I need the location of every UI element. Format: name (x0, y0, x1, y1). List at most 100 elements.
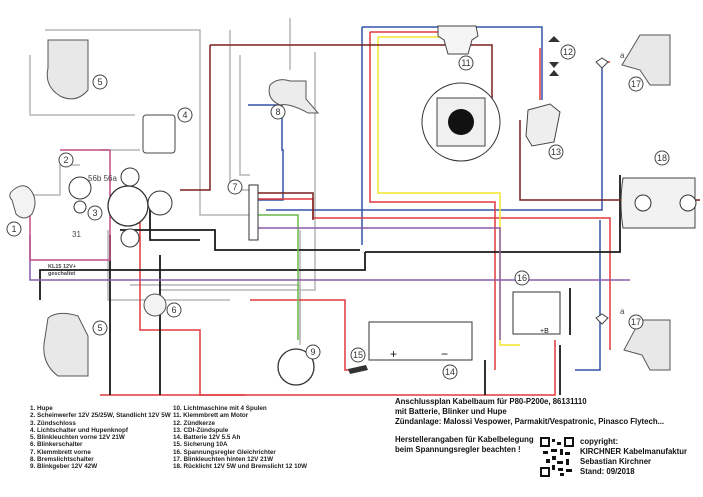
label-circle (58, 152, 74, 168)
battery-minus-label: − (441, 347, 448, 361)
label-circle (227, 179, 243, 195)
component-label-16: 16 (514, 270, 530, 286)
label-circle (305, 344, 321, 360)
grey-wire (29, 55, 135, 116)
legend-item: 5. Blinkleuchten vorne 12V 21W (30, 434, 125, 442)
title-line: Anschlussplan Kabelbaum für P80-P200e, 8… (395, 397, 587, 406)
legend-item: 6. Blinkerschalter (30, 441, 83, 449)
grey-wire (130, 284, 301, 345)
cdi-coil-icon (525, 103, 561, 147)
stator-hub (448, 109, 474, 135)
component-label-3: 3 (87, 205, 103, 221)
legend-item: 10. Lichtmaschine mit 4 Spulen (173, 405, 267, 412)
brown-wire (258, 192, 314, 220)
fuse-icon (348, 365, 368, 374)
component-number: 18 (657, 153, 667, 163)
label-circle (560, 44, 576, 60)
label-circle (87, 205, 103, 221)
component-number: 11 (461, 58, 470, 68)
legend-left: 1. Hupe 2. Scheinwerfer 12V 25/25W, Stan… (30, 405, 171, 471)
label-circle (6, 221, 22, 237)
blue-wire (266, 26, 603, 371)
grey-wire (239, 55, 250, 176)
component-number: 2 (63, 155, 68, 165)
black-wire (109, 235, 161, 395)
component-label-4: 4 (177, 107, 193, 123)
component-number: 3 (92, 208, 97, 218)
rear-indicator-icon (623, 319, 671, 371)
bulb-icon (679, 194, 697, 212)
component-label-12: 12 (560, 44, 576, 60)
component-label-5b: 5 (92, 320, 108, 336)
legend-item: 7. Klemmbrett vorne (30, 448, 91, 456)
brown-wire (180, 44, 493, 191)
legend-item: 15. Sicherung 10A (173, 441, 228, 449)
switch-terminal-label: 56b 56a (88, 174, 117, 183)
legend-item: 1. Hupe (30, 405, 53, 412)
legend-item: 18. Rücklicht 12V 5W und Bremslicht 12 1… (173, 463, 308, 471)
copyright-line: Sebastian Kirchner (580, 457, 652, 466)
brake-switch-icon (268, 79, 320, 114)
legend-item: 13. CDI-Zündspule (173, 426, 229, 434)
engine-terminal-icon (437, 25, 479, 55)
component-label-9: 9 (305, 344, 321, 360)
note-line: beim Spannungsregler beachten ! (395, 445, 521, 454)
black-wire (484, 288, 571, 395)
component-label-8: 8 (270, 104, 286, 120)
legend-item: 12. Zündkerze (173, 419, 215, 427)
black-wire (120, 205, 360, 251)
legend-right: 10. Lichtmaschine mit 4 Spulen 11. Klemm… (173, 405, 307, 471)
component-label-17a: 17 (628, 76, 644, 92)
copyright-line: copyright: (580, 437, 619, 446)
regulator-icon (512, 291, 561, 335)
component-number: 13 (551, 147, 561, 157)
legend-item: 14. Batterie 12V 5.5 Ah (173, 434, 241, 442)
switch-icon (120, 228, 140, 248)
component-label-14: 14 (442, 364, 458, 380)
label-circle (166, 302, 182, 318)
blinker-switch-icon (143, 293, 167, 317)
component-label-15: 15 (350, 347, 366, 363)
annotations: 56b 56a 31 KL15 12V+ geschaltet a a +B +… (48, 51, 625, 361)
light-switch-icon (120, 167, 140, 187)
label-circle (458, 55, 474, 71)
component-label-6: 6 (166, 302, 182, 318)
component-label-17b: 17 (628, 314, 644, 330)
front-indicator-icon (43, 312, 89, 377)
yellow-wire (377, 36, 520, 346)
grey-wire (45, 29, 249, 216)
label-circle (350, 347, 366, 363)
switch-box-icon (142, 114, 176, 154)
copyright-block: copyright: KIRCHNER Kabelmanufaktur Seba… (580, 437, 687, 477)
lamp-terminal-label: a (620, 51, 625, 60)
label-circle (92, 74, 108, 90)
component-number: 14 (445, 367, 455, 377)
label-circle (442, 364, 458, 380)
component-label-7: 7 (227, 179, 243, 195)
parking-light-icon (73, 200, 87, 214)
component-number: 16 (517, 273, 527, 283)
component-number: 6 (171, 305, 176, 315)
legend-item: 9. Blinkgeber 12V 42W (30, 463, 98, 471)
components (9, 25, 697, 386)
bulb-icon (634, 194, 652, 212)
label-circle (548, 144, 564, 160)
legend-item: 11. Klemmbrett am Motor (173, 412, 249, 420)
label-circle (92, 320, 108, 336)
title-line: mit Batterie, Blinker und Hupe (395, 407, 507, 416)
pink-wire (29, 149, 111, 261)
label-circle (270, 104, 286, 120)
component-number: 7 (232, 182, 237, 192)
component-number: 5 (97, 323, 102, 333)
terminal-block-icon (248, 184, 259, 241)
battery-plus-label: + (390, 347, 397, 361)
label-circle (628, 314, 644, 330)
component-label-18: 18 (654, 150, 670, 166)
flasher-unit-icon (277, 348, 315, 386)
component-number: 1 (11, 224, 16, 234)
note-line: Herstellerangaben für Kabelbelegung (395, 435, 534, 444)
label-circle (654, 150, 670, 166)
label-circle (514, 270, 530, 286)
legend-item: 8. Bremslichtschalter (30, 456, 94, 464)
